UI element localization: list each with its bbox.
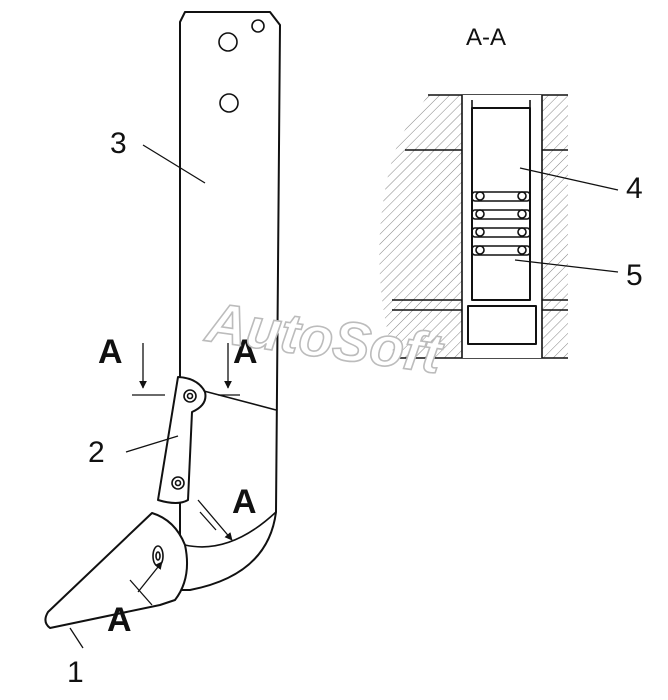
- section-label-a-lower-right: A: [232, 483, 257, 521]
- section-label-a-right: A: [233, 333, 258, 371]
- section-title: A-A: [466, 24, 506, 51]
- section-marker-upper: [132, 343, 240, 396]
- bolt-hole: [219, 93, 239, 113]
- chisel-tip-part: [44, 511, 277, 629]
- section-label-a-lower-left: A: [107, 601, 132, 639]
- callout-3: 3: [110, 127, 127, 160]
- spring-coils: [471, 191, 531, 256]
- callout-5: 5: [626, 259, 643, 292]
- bolt-hole: [218, 32, 238, 52]
- bolt-hole: [251, 19, 265, 33]
- callout-1: 1: [67, 656, 84, 689]
- callout-4: 4: [626, 172, 643, 205]
- section-label-a-left: A: [98, 333, 123, 371]
- bracket-part: [157, 376, 207, 504]
- section-marker-lower: [129, 499, 233, 606]
- section-view-aa: [379, 94, 568, 359]
- callout-2: 2: [88, 436, 105, 469]
